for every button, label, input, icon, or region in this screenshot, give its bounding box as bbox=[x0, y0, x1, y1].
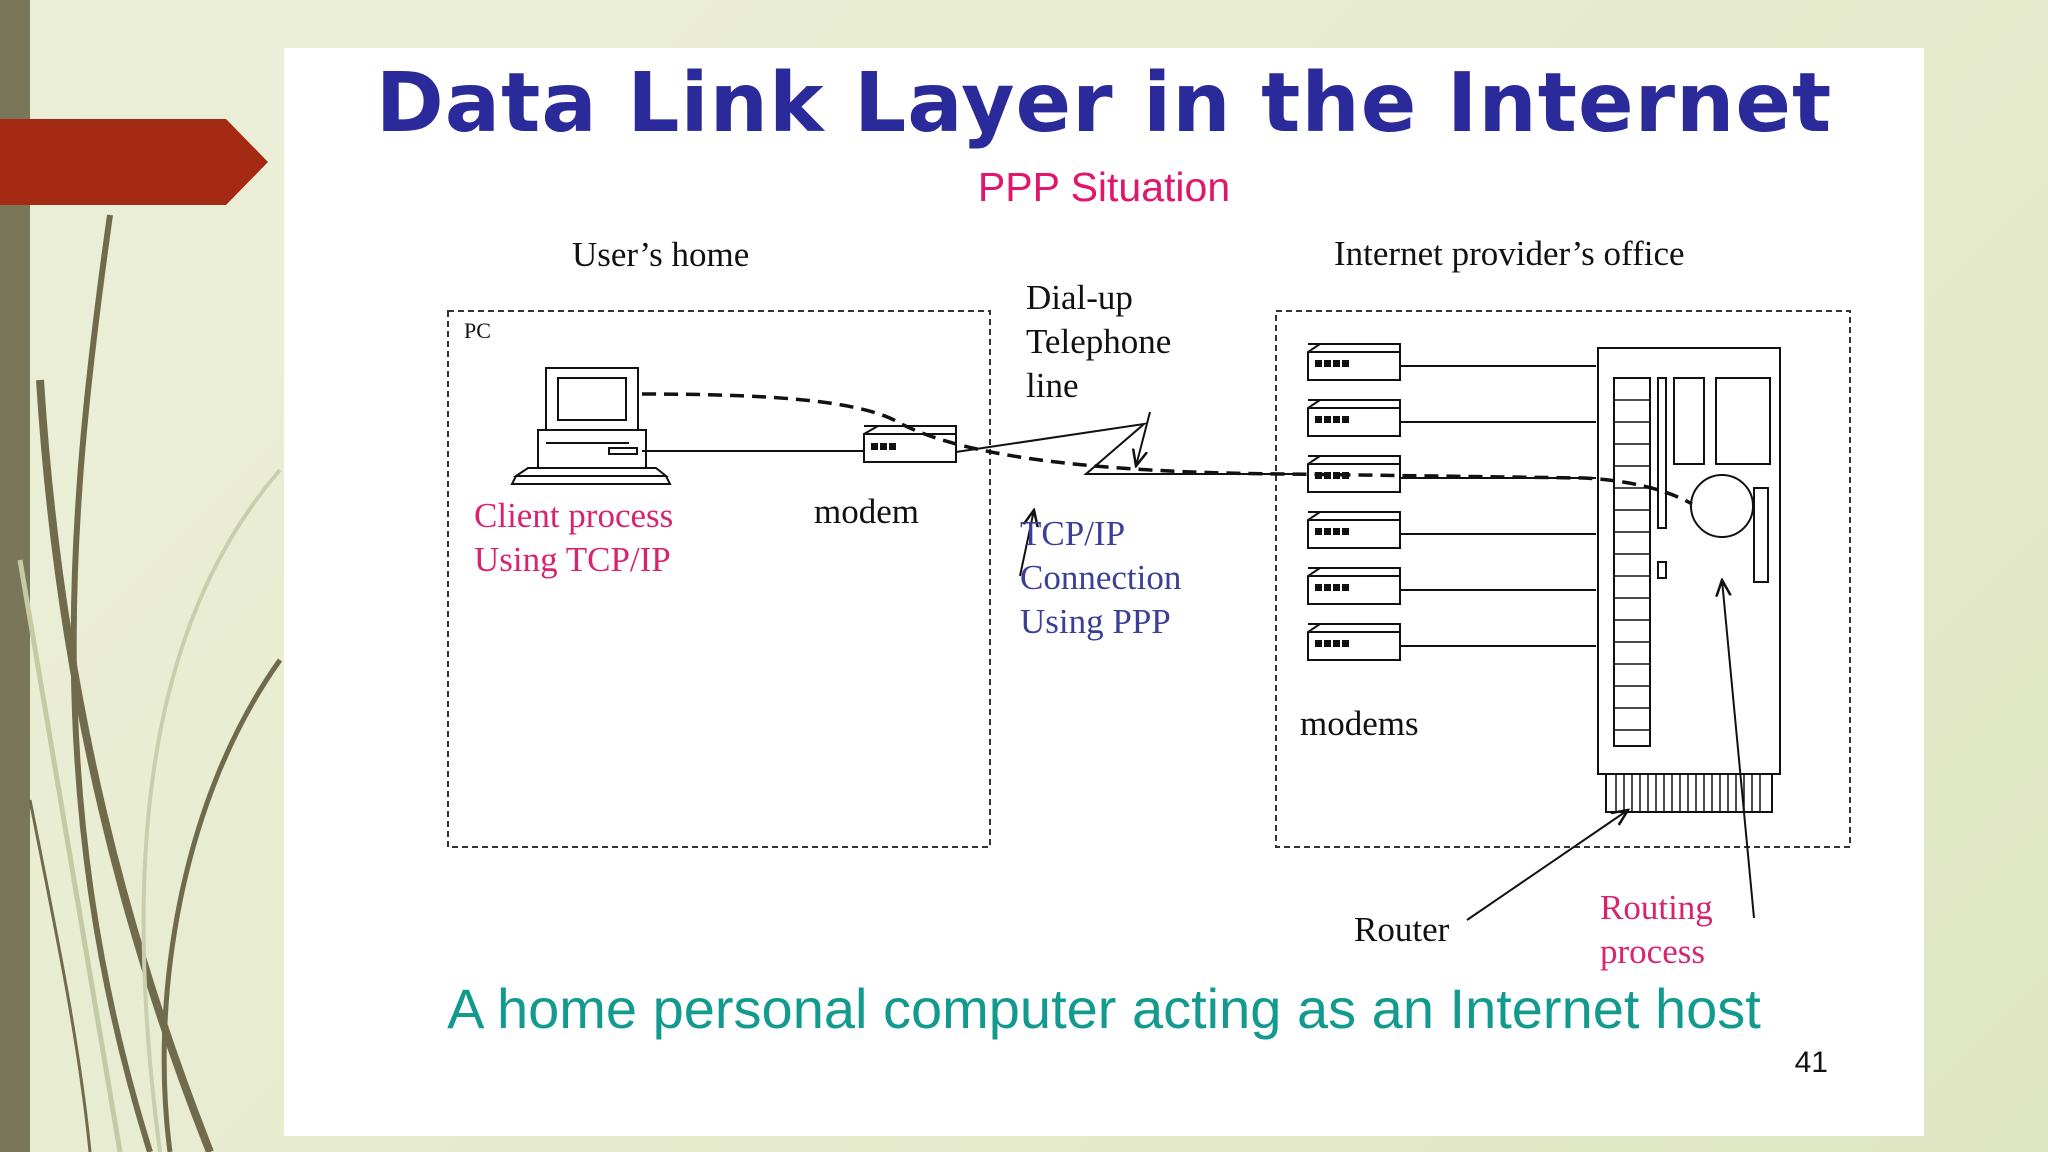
isp-modem-1 bbox=[1307, 343, 1401, 381]
isp-modem-6 bbox=[1307, 623, 1401, 661]
router-cabinet-icon bbox=[1597, 347, 1781, 813]
home-modem-icon bbox=[863, 425, 957, 463]
tcpip-arrow bbox=[1019, 510, 1034, 577]
dialup-arrow bbox=[1136, 411, 1151, 466]
isp-modem-4 bbox=[1307, 511, 1401, 549]
slide-title: Data Link Layer in the Internet bbox=[375, 56, 1833, 151]
tcpip-label-1: TCP/IP bbox=[1020, 514, 1126, 553]
isp-modems bbox=[1307, 343, 1401, 661]
routing-process-circle bbox=[1690, 474, 1754, 538]
client-process-label-1: Client process bbox=[474, 496, 674, 535]
provider-office-label: Internet provider’s office bbox=[1334, 234, 1685, 273]
router-arrow bbox=[1466, 810, 1628, 921]
modems-label: modems bbox=[1300, 704, 1419, 743]
provider-office-box bbox=[1275, 310, 1851, 848]
slide-subtitle: PPP Situation bbox=[977, 164, 1231, 210]
tcpip-label-3: Using PPP bbox=[1020, 602, 1171, 641]
slide: Data Link Layer in the Internet PPP Situ… bbox=[284, 48, 1924, 1136]
isp-modem-2 bbox=[1307, 399, 1401, 437]
routing-process-label-1: Routing bbox=[1600, 888, 1713, 927]
users-home-label: User’s home bbox=[572, 235, 750, 274]
dialup-label-1: Dial-up bbox=[1026, 278, 1133, 317]
pc-computer-icon bbox=[510, 367, 672, 485]
modem-label: modem bbox=[814, 492, 919, 531]
page-number: 41 bbox=[1794, 1046, 1828, 1079]
client-process-label-2: Using TCP/IP bbox=[474, 540, 671, 579]
users-home-box bbox=[447, 310, 991, 848]
pc-label: PC bbox=[464, 318, 491, 343]
telephone-line bbox=[955, 422, 1304, 475]
isp-modem-5 bbox=[1307, 567, 1401, 605]
network-diagram bbox=[447, 310, 1851, 921]
tcpip-connection-dashed bbox=[641, 392, 1693, 506]
modem-router-cables bbox=[1400, 365, 1596, 647]
router-label: Router bbox=[1354, 910, 1450, 949]
routing-process-label-2: process bbox=[1600, 932, 1705, 971]
tcpip-label-2: Connection bbox=[1020, 558, 1182, 597]
routing-process-arrow bbox=[1722, 580, 1755, 919]
slide-caption: A home personal computer acting as an In… bbox=[447, 977, 1761, 1040]
dialup-label-2: Telephone bbox=[1026, 322, 1172, 361]
grass-decoration bbox=[17, 214, 283, 1152]
arrow-tab bbox=[0, 119, 268, 205]
dialup-label-3: line bbox=[1026, 366, 1079, 405]
